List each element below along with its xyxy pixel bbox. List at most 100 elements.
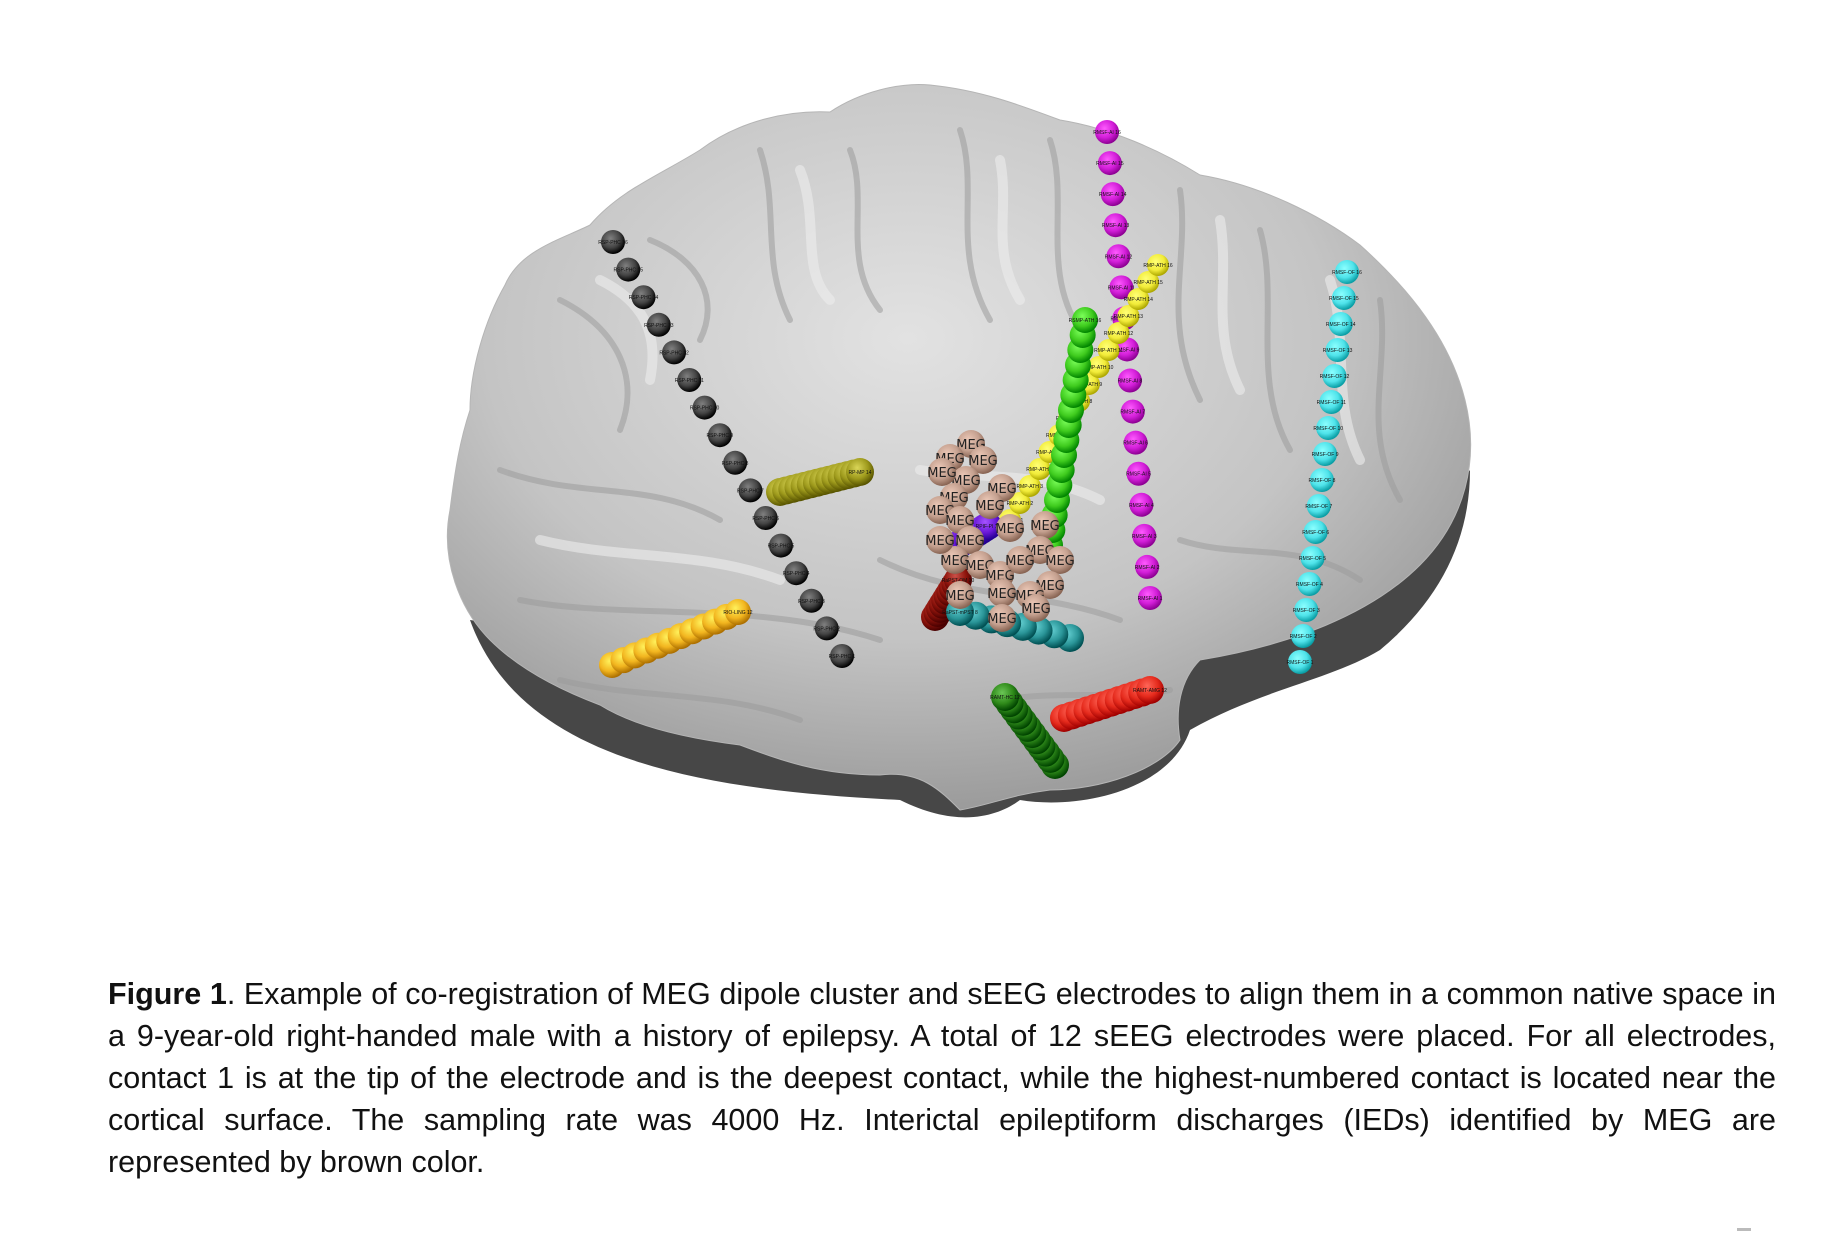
meg-label: MEG: [987, 587, 1017, 602]
brain-figure: RSP-PHC 1 RSP-PHC 2 RSP-PHC 3 RSP-PHC 4 RSP-…: [446, 84, 1472, 818]
contact-label: RMSF-OF 16: [1332, 270, 1362, 276]
electrode-contact: [1129, 492, 1154, 517]
electrode-contact: [1331, 286, 1356, 310]
electrode-contact: [1136, 676, 1164, 704]
contact-label: RMSF-OF 1: [1287, 660, 1314, 666]
meg-dipole: MEG: [995, 514, 1025, 542]
contact-label: RSMP-ATH 16: [1069, 318, 1102, 324]
electrode-contact: [1313, 442, 1338, 466]
electrode-contact: [1322, 364, 1347, 388]
meg-dipole-sphere: [956, 526, 984, 554]
meg-dipole-sphere: [1031, 511, 1059, 539]
meg-dipole-sphere: [1046, 546, 1074, 574]
brain-render: RSP-PHC 1 RSP-PHC 2 RSP-PHC 3 RSP-PHC 4 RSP-…: [446, 84, 1472, 818]
meg-dipole: MEG: [927, 458, 957, 486]
contact-label: RMSF-AI 6: [1123, 441, 1148, 447]
contact-label: RMSF-OF 2: [1290, 634, 1317, 640]
electrode-contact: [692, 395, 717, 420]
contact-label: RSP-PHC 16: [598, 240, 628, 246]
contact-label: RMSF-OF 8: [1308, 478, 1335, 484]
electrode-contact: [1123, 430, 1148, 455]
contact-label: RSP-PHC 5: [768, 544, 795, 550]
electrode-rsp-phc: RSP-PHC 1 RSP-PHC 2 RSP-PHC 3 RSP-PHC 4 RSP-…: [598, 230, 856, 668]
contact-label: RMP-ATH 11: [1094, 348, 1123, 354]
figure-label: Figure 1: [108, 976, 227, 1011]
contact-label: RSP-PHC 1: [829, 654, 856, 660]
meg-label: MEG: [975, 499, 1005, 514]
contact-label: RSP-PHC 13: [644, 323, 674, 329]
contact-label: RMP-ATH 13: [1114, 314, 1144, 320]
contact-label: RMSF-OF 10: [1313, 426, 1343, 432]
electrode-contact: [1135, 554, 1160, 579]
electrode-contact: [991, 683, 1019, 711]
meg-label: MEG: [1005, 554, 1035, 569]
electrode-contact: [1018, 475, 1041, 497]
meg-label: MEG: [1021, 602, 1051, 617]
contact-label: RMSF-OF 11: [1317, 400, 1347, 406]
contact-label: RMSF-OF 12: [1320, 374, 1350, 380]
electrode-contact: [1138, 586, 1162, 610]
meg-dipole-sphere: [1006, 546, 1034, 574]
contact-label: RMSF-OF 15: [1329, 296, 1359, 302]
electrode-rmsf-of: RMSF-OF 1 RMSF-OF 2 RMSF-OF 3 RMSF-OF 4 RMSF…: [1287, 260, 1362, 674]
contact-label: RMP-ATH 12: [1104, 331, 1134, 337]
contact-label: RPIF-PI 10: [976, 524, 1001, 530]
electrode-contact: [830, 644, 854, 668]
meg-label: MEG: [940, 554, 970, 569]
contact-label: RSP-PHC 4: [783, 571, 810, 577]
contact-label: RMSF-AI 13: [1102, 223, 1130, 229]
electrode-contact: [662, 340, 687, 365]
meg-dipole-sphere: [969, 446, 997, 474]
meg-dipole: MEG: [925, 526, 955, 554]
page-artifact: [1737, 1228, 1751, 1231]
meg-label: MEG: [955, 534, 985, 549]
meg-dipole-sphere: [996, 514, 1024, 542]
meg-label: MEG: [995, 522, 1025, 537]
electrode-contact: [784, 561, 809, 586]
contact-label: RSP-PHC 14: [629, 295, 659, 301]
contact-label: RAMT-AMG 12: [1133, 688, 1167, 694]
contact-label: RSP-PHC 2: [813, 626, 840, 632]
electrode-contact: [1297, 572, 1322, 596]
electrode-contact: [725, 599, 751, 625]
electrode-contact: [1028, 458, 1051, 480]
electrode-contact: [1294, 598, 1319, 622]
contact-label: RMSF-OF 3: [1293, 608, 1320, 614]
meg-dipole-sphere: [976, 491, 1004, 519]
contact-label: RSP-PHC 3: [798, 599, 825, 605]
electrode-contact: [707, 423, 732, 448]
contact-label: RaPST-OM 10: [942, 578, 975, 584]
electrode-ramt-hc: RAMT-HC 12: [990, 683, 1069, 779]
contact-label: RMSF-AI 16: [1093, 130, 1121, 136]
contact-label: RMSF-OF 4: [1296, 582, 1323, 588]
meg-label: MEG: [987, 612, 1017, 627]
electrode-contact: [846, 458, 874, 486]
contact-label: RSP-PHC 15: [614, 268, 644, 274]
meg-dipole-cluster: MEGMEGMEGMEGMEGMEGMEGMEGMEGMEGMEGMEGMEGM…: [925, 430, 1075, 632]
contact-label: RMSF-OF 13: [1323, 348, 1353, 354]
electrode-ramt-amg: RAMT-AMG 12: [1050, 676, 1167, 732]
contact-label: RSP-PHC 11: [675, 378, 704, 384]
contact-label: RP-MP 14: [849, 470, 872, 476]
contact-label: RMP-ATH 3: [1016, 484, 1043, 490]
electrode-contact: [1306, 494, 1331, 518]
electrode-contact: [616, 257, 641, 282]
electrode-contact: [1309, 468, 1334, 492]
meg-dipole: MEG: [987, 604, 1017, 632]
electrode-contact: [1126, 461, 1151, 486]
contact-label: RSP-PHC 7: [737, 488, 764, 494]
electrode-contact: [723, 450, 748, 475]
electrode-contact: [1107, 322, 1130, 344]
electrode-contact: [1117, 305, 1140, 327]
electrode-contact: [646, 312, 671, 337]
electrode-contact: [753, 506, 778, 530]
meg-label: MEG: [925, 534, 955, 549]
contact-label: RMSF-AI 9: [1115, 347, 1140, 353]
meg-dipole: MEG: [987, 579, 1017, 607]
meg-label: MEG: [927, 466, 957, 481]
contact-label: RIO-LING 12: [723, 610, 752, 616]
contact-label: RMSF-OF 14: [1326, 322, 1356, 328]
contact-label: RMSF-AI 5: [1126, 472, 1151, 478]
contact-label: RMSF-AI 1: [1138, 596, 1163, 602]
electrode-contact: [1303, 520, 1328, 544]
